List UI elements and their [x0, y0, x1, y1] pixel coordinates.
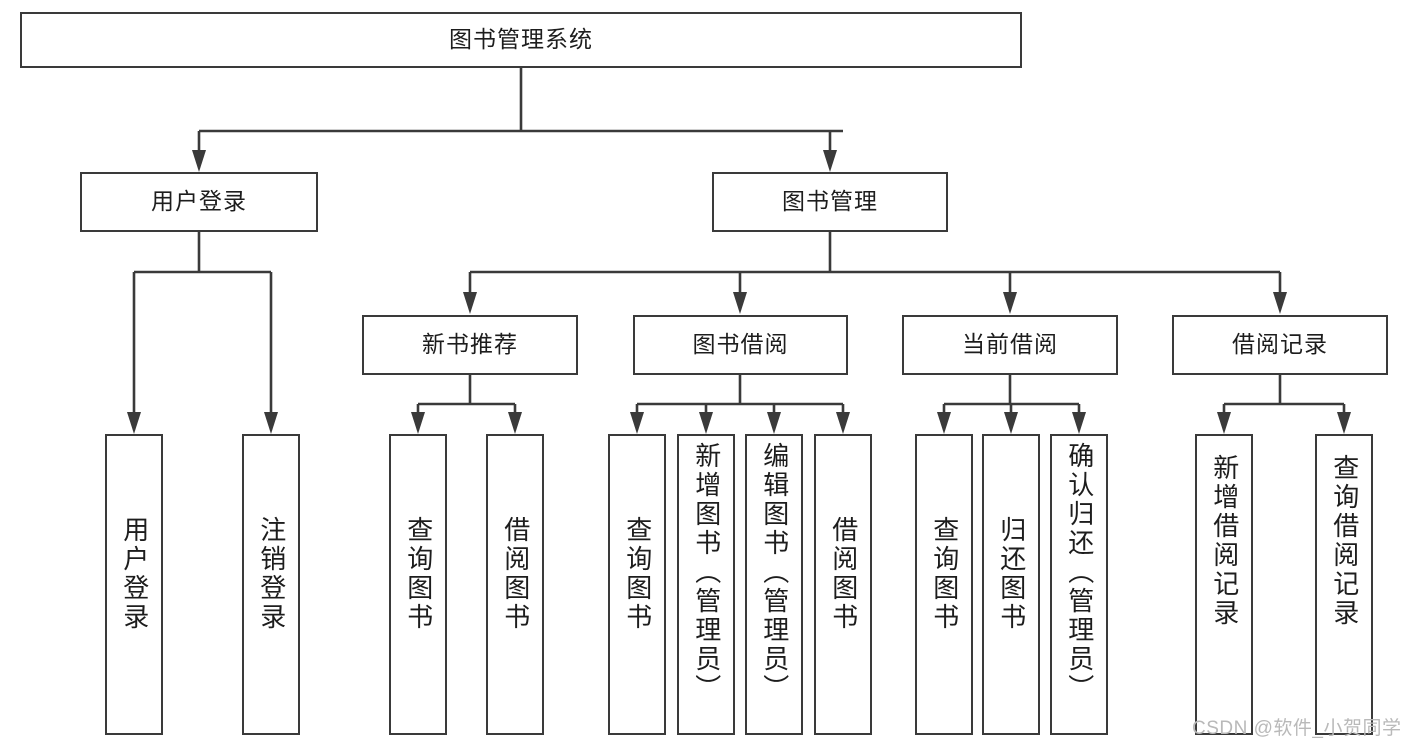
arrowhead-leaf-add-book: [699, 412, 713, 434]
node-leaf-return-book[interactable]: 归还图书: [982, 434, 1040, 735]
node-new-book-recommend[interactable]: 新书推荐: [362, 315, 578, 375]
node-borrow-record-label: 借阅记录: [1232, 331, 1328, 358]
node-new-book-recommend-label: 新书推荐: [422, 331, 518, 358]
node-leaf-query-book-3[interactable]: 查询图书: [915, 434, 973, 735]
arrowhead-leaf-return-book: [1004, 412, 1018, 434]
arrowhead-leaf-add-record: [1217, 412, 1231, 434]
arrowhead-book-management: [823, 150, 837, 172]
node-leaf-confirm-return[interactable]: 确认归还（管理员）: [1050, 434, 1108, 735]
node-leaf-confirm-return-label: 确认归还（管理员）: [1064, 442, 1095, 703]
node-leaf-add-book[interactable]: 新增图书（管理员）: [677, 434, 735, 735]
csdn-watermark: CSDN @软件_小贺同学: [1192, 718, 1402, 739]
node-root[interactable]: 图书管理系统: [20, 12, 1022, 68]
arrowhead-user-login: [192, 150, 206, 172]
arrowhead-current-borrow: [1003, 292, 1017, 314]
node-leaf-user-login[interactable]: 用户登录: [105, 434, 163, 735]
node-leaf-query-book-1[interactable]: 查询图书: [389, 434, 447, 735]
node-leaf-query-book-2-label: 查询图书: [622, 516, 653, 632]
node-leaf-add-record-label: 新增借阅记录: [1209, 454, 1240, 628]
node-leaf-add-book-label: 新增图书（管理员）: [691, 442, 722, 703]
arrowhead-leaf-user-login: [127, 412, 141, 434]
arrowhead-book-borrow: [733, 292, 747, 314]
node-book-borrow-label: 图书借阅: [692, 331, 789, 358]
arrowhead-leaf-logout: [264, 412, 278, 434]
node-leaf-borrow-book-1[interactable]: 借阅图书: [486, 434, 544, 735]
node-user-login-label: 用户登录: [151, 188, 247, 215]
node-leaf-borrow-book-1-label: 借阅图书: [500, 516, 531, 632]
arrowhead-leaf-query-book-2: [630, 412, 644, 434]
node-current-borrow[interactable]: 当前借阅: [902, 315, 1118, 375]
node-leaf-edit-book-label: 编辑图书（管理员）: [759, 442, 790, 703]
arrowhead-new-book-recommend: [463, 292, 477, 314]
node-leaf-query-book-3-label: 查询图书: [929, 516, 960, 632]
node-leaf-user-login-label: 用户登录: [119, 516, 150, 632]
node-leaf-return-book-label: 归还图书: [996, 516, 1027, 632]
node-root-label: 图书管理系统: [449, 26, 593, 53]
arrowhead-leaf-query-record: [1337, 412, 1351, 434]
node-leaf-add-record[interactable]: 新增借阅记录: [1195, 434, 1253, 735]
node-borrow-record[interactable]: 借阅记录: [1172, 315, 1388, 375]
node-book-management[interactable]: 图书管理: [712, 172, 948, 232]
node-leaf-query-record-label: 查询借阅记录: [1329, 454, 1360, 628]
node-leaf-query-book-2[interactable]: 查询图书: [608, 434, 666, 735]
node-leaf-query-record[interactable]: 查询借阅记录: [1315, 434, 1373, 735]
arrowhead-leaf-query-book-3: [937, 412, 951, 434]
node-leaf-query-book-1-label: 查询图书: [403, 516, 434, 632]
arrowhead-borrow-record: [1273, 292, 1287, 314]
arrowhead-leaf-edit-book: [767, 412, 781, 434]
node-book-borrow[interactable]: 图书借阅: [633, 315, 848, 375]
arrowhead-leaf-query-book-1: [411, 412, 425, 434]
node-book-management-label: 图书管理: [782, 188, 878, 215]
arrowhead-leaf-borrow-book-1: [508, 412, 522, 434]
node-user-login[interactable]: 用户登录: [80, 172, 318, 232]
node-leaf-borrow-book-2[interactable]: 借阅图书: [814, 434, 872, 735]
arrowhead-leaf-confirm-return: [1072, 412, 1086, 434]
node-leaf-edit-book[interactable]: 编辑图书（管理员）: [745, 434, 803, 735]
node-leaf-logout-login-label: 注销登录: [256, 516, 287, 632]
node-current-borrow-label: 当前借阅: [962, 331, 1058, 358]
node-leaf-borrow-book-2-label: 借阅图书: [828, 516, 859, 632]
node-leaf-logout-login[interactable]: 注销登录: [242, 434, 300, 735]
arrowhead-leaf-borrow-book-2: [836, 412, 850, 434]
